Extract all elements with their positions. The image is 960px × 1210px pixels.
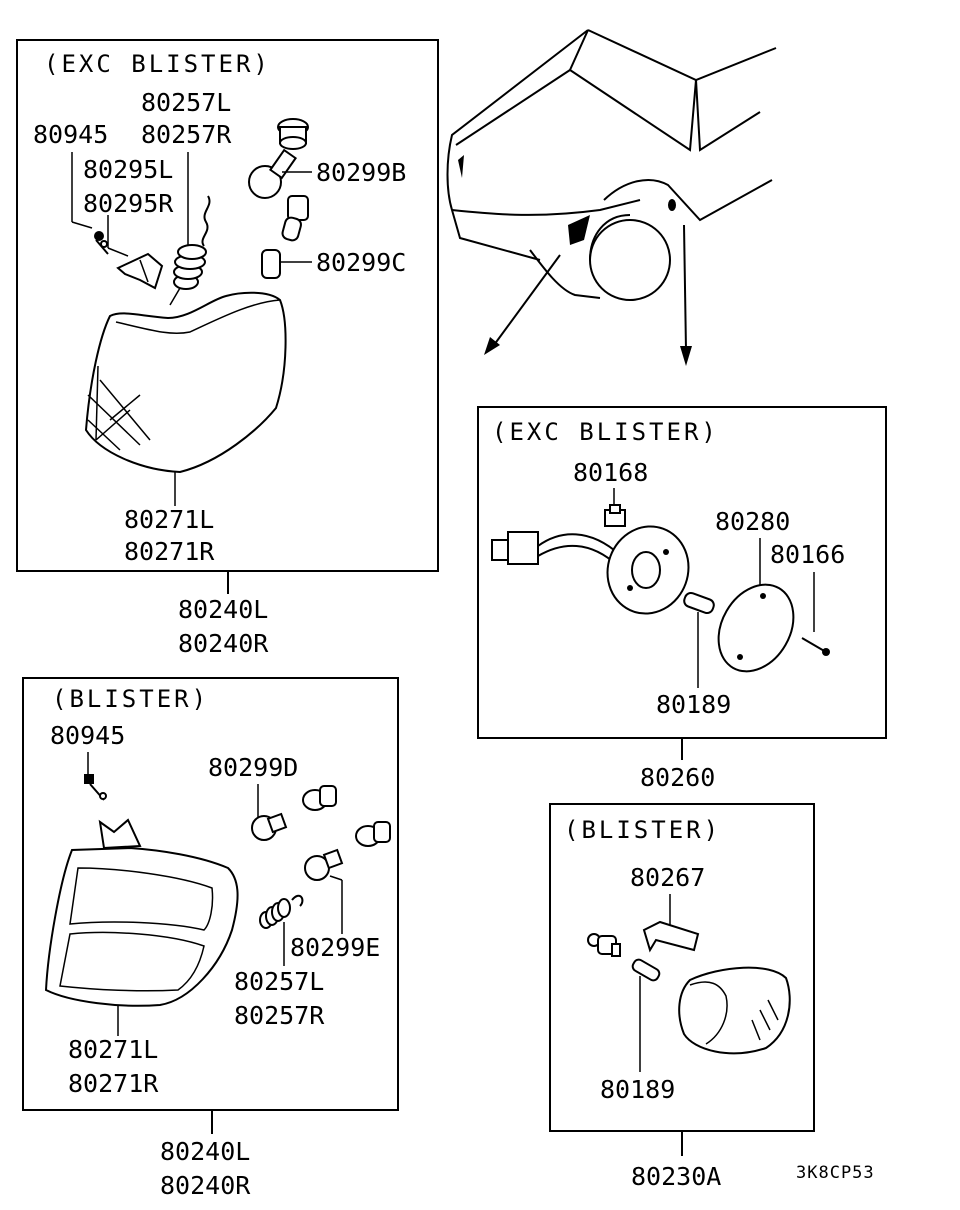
screw-80166: [801, 572, 830, 656]
bracket-80295: [107, 215, 164, 290]
label-lens: 80280: [715, 507, 790, 536]
panel-frame: [22, 677, 399, 1111]
label-bulb-d: 80299D: [208, 753, 298, 782]
panel-header: (BLISTER): [564, 816, 721, 844]
panel-frame: [549, 803, 815, 1132]
panel-header: (EXC BLISTER): [44, 50, 271, 78]
label-screw: 80166: [770, 540, 845, 569]
bulb-80189: [631, 958, 661, 1072]
clip-80168: [604, 488, 626, 527]
bulb-80299b: [248, 148, 312, 199]
drawing-code: 3K8CP53: [796, 1163, 875, 1183]
label-socket-l: 80257L: [141, 88, 231, 117]
panel-bottom-right: (BLISTER) 80267 80189: [549, 803, 815, 1156]
label-bulb: 80189: [600, 1075, 675, 1104]
socket-disc: [606, 525, 690, 615]
screw-80945: [71, 152, 109, 255]
bulb-socket-b: [355, 821, 391, 847]
lens-80271: [44, 818, 239, 1036]
bulb-socket: [277, 118, 309, 150]
vehicle-sketch: [446, 29, 777, 366]
lens-80280: [717, 538, 795, 673]
label-bulb-e: 80299E: [290, 933, 380, 962]
label-lens-l: 80271L: [124, 505, 214, 534]
label-assembly-r: 80240R: [178, 629, 269, 658]
socket-80257: [259, 894, 304, 966]
label-lens-r: 80271R: [68, 1069, 159, 1098]
panel-top-left: (EXC BLISTER) 80257L 80257R 80945 80295L…: [16, 39, 439, 594]
label-lens-r: 80271R: [124, 537, 215, 566]
label-screw: 80945: [33, 120, 108, 149]
bulb-80299e: [304, 848, 344, 934]
label-bulb: 80189: [656, 690, 731, 719]
panel-header: (BLISTER): [52, 685, 209, 713]
panel-top-right: (EXC BLISTER) 80168 80280 80166 80189: [477, 406, 887, 760]
label-socket-r: 80257R: [234, 1001, 325, 1030]
lens-80271: [84, 291, 287, 506]
bulb-80189: [683, 591, 715, 688]
socket-80257: [169, 152, 211, 306]
bulb-socket: [587, 933, 621, 957]
bracket-80267: [642, 894, 700, 953]
label-socket-l: 80257L: [234, 967, 324, 996]
screw-80945: [84, 752, 107, 801]
bulb-socket-a: [302, 785, 337, 811]
label-bracket: 80267: [630, 863, 705, 892]
label-assembly-r: 80240R: [160, 1171, 251, 1200]
bulb-80299c: [261, 195, 312, 279]
bulb-80299d: [251, 784, 288, 841]
wire-harness: [491, 531, 621, 567]
label-bracket-l: 80295L: [83, 155, 173, 184]
label-socket-r: 80257R: [141, 120, 232, 149]
label-bulb-b: 80299B: [316, 158, 406, 187]
side-marker-lens: [678, 966, 791, 1055]
label-bulb-c: 80299C: [316, 248, 406, 277]
label-assembly: 80260: [640, 763, 715, 792]
label-lens-l: 80271L: [68, 1035, 158, 1064]
label-assembly-l: 80240L: [178, 595, 268, 624]
panel-header: (EXC BLISTER): [492, 418, 719, 446]
label-clip: 80168: [573, 458, 648, 487]
panel-bottom-left: (BLISTER) 80945 80299D 80299E 80257L 802…: [22, 677, 399, 1134]
label-assembly-l: 80240L: [160, 1137, 250, 1166]
label-assembly: 80230A: [631, 1162, 721, 1191]
label-bracket-r: 80295R: [83, 189, 174, 218]
label-screw: 80945: [50, 721, 125, 750]
